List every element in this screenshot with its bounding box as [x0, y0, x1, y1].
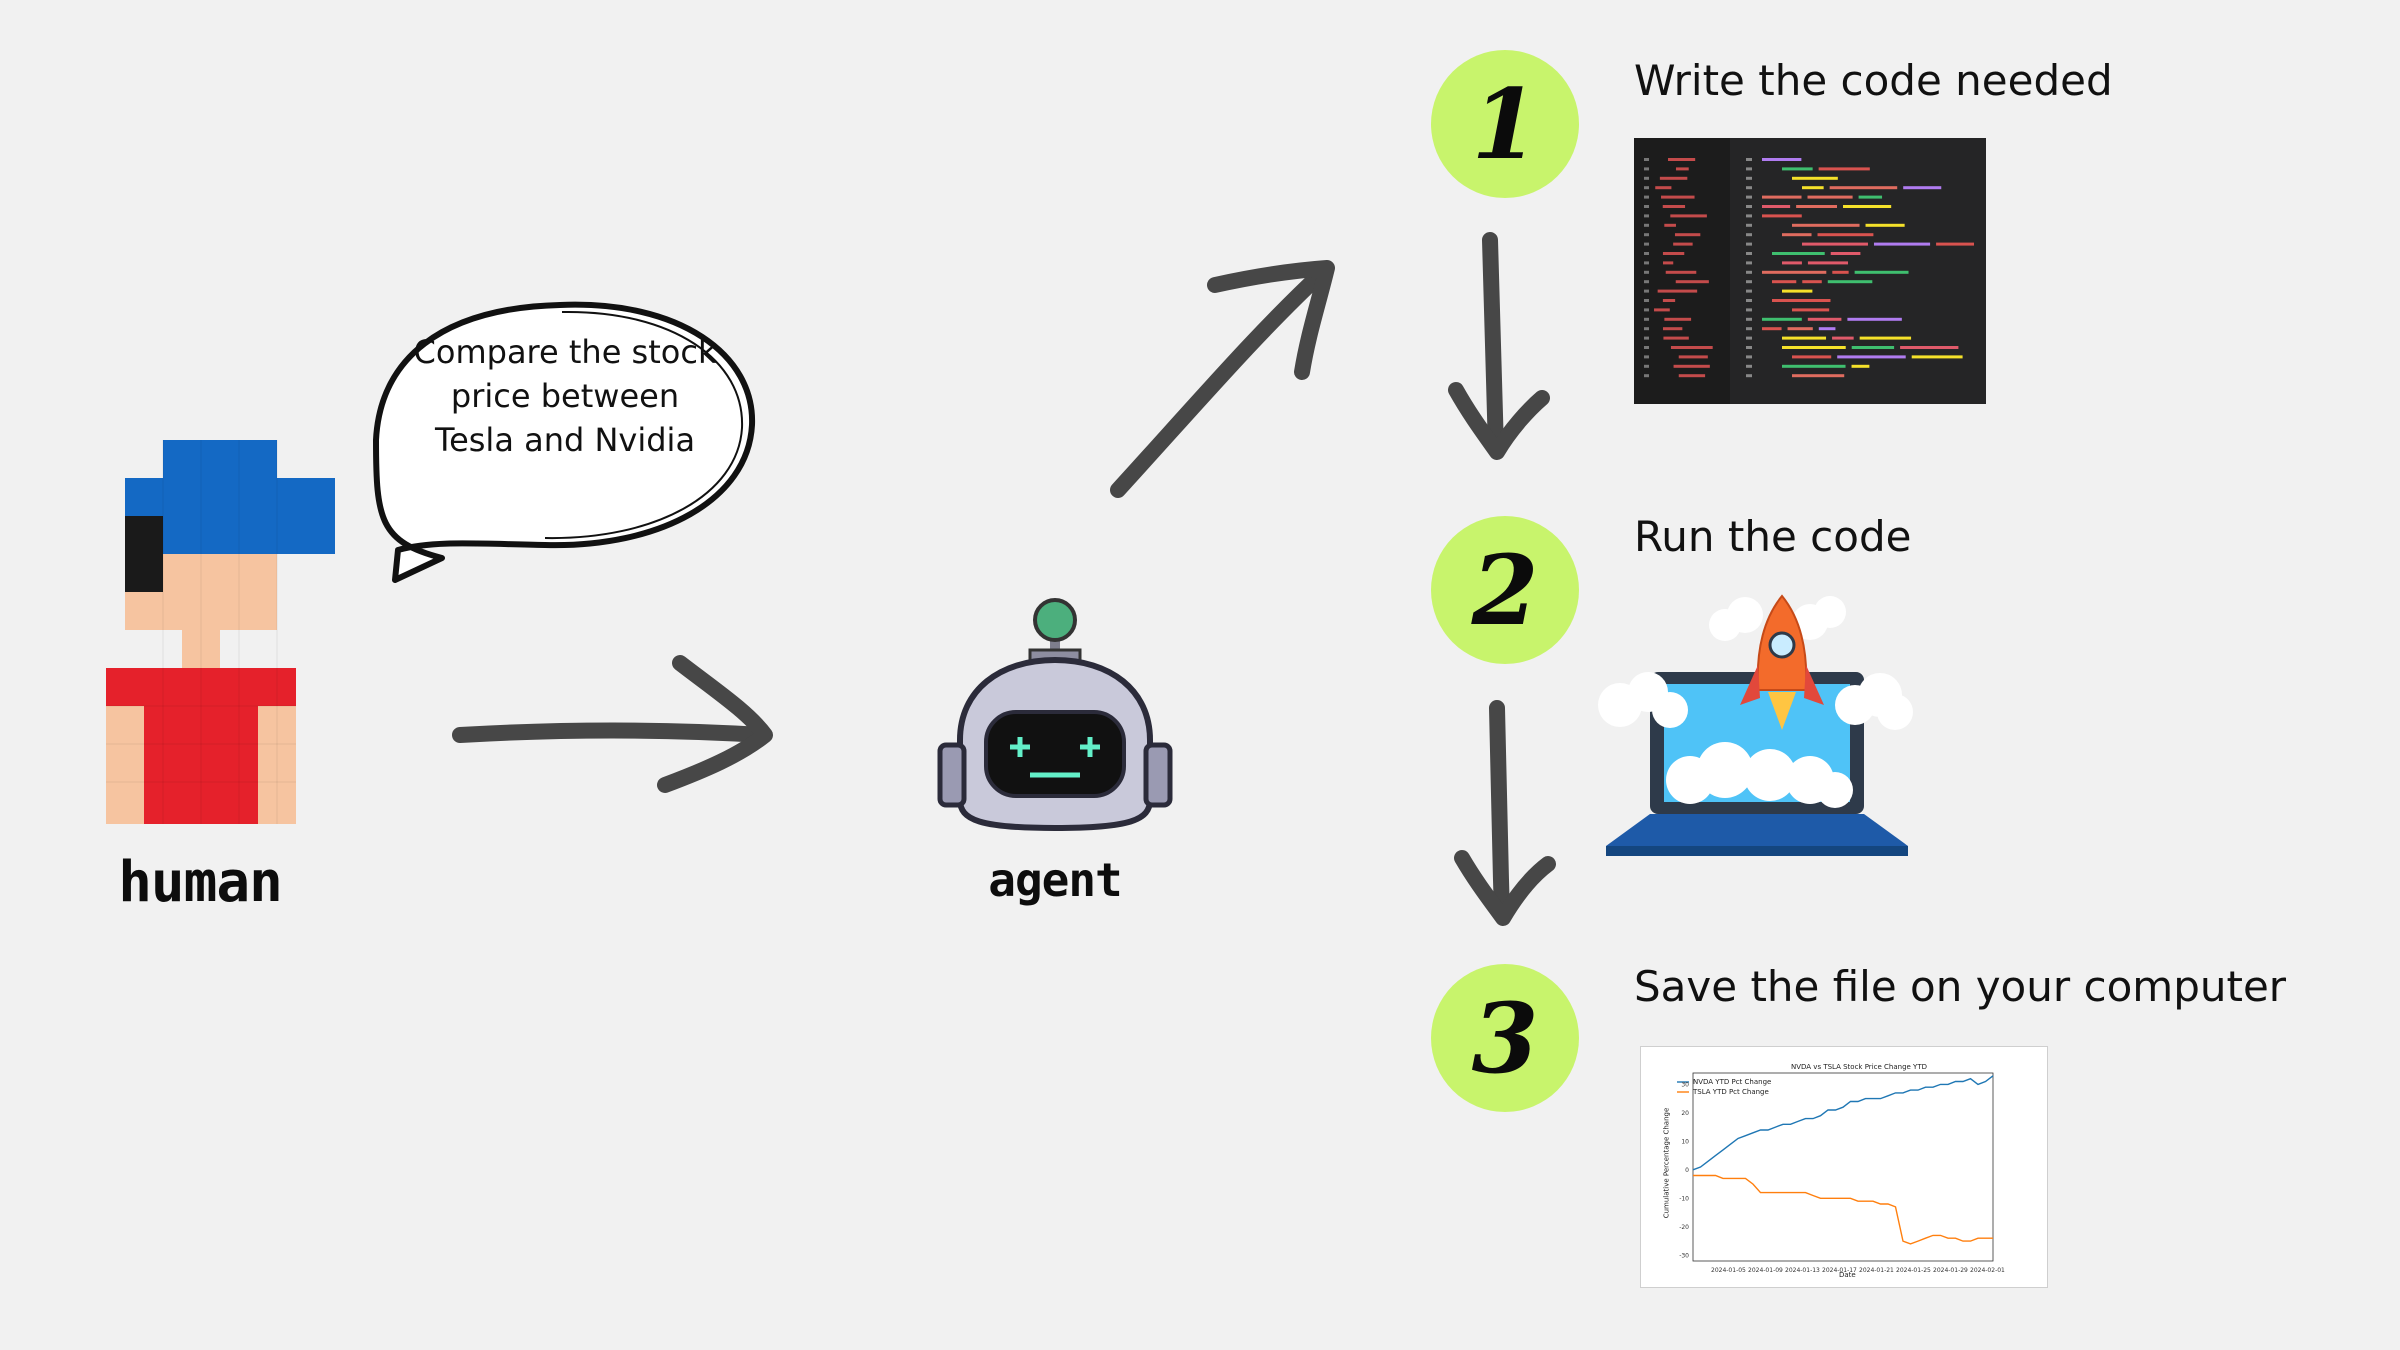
chart-ylabel: Cumulative Percentage Change	[1662, 1107, 1671, 1219]
step-2-badge: 2	[1431, 516, 1579, 664]
code-editor-thumbnail	[1634, 138, 1986, 404]
y-tick-label: 0	[1685, 1167, 1689, 1174]
code-lines	[1644, 158, 1974, 378]
x-tick-label: 2024-01-13	[1785, 1267, 1820, 1274]
step-1-badge: 1	[1431, 50, 1579, 198]
step-2-title: Run the code	[1634, 512, 1912, 561]
pixel-robot-icon	[937, 598, 1173, 832]
x-tick-label: 2024-01-21	[1859, 1267, 1894, 1274]
speech-bubble	[373, 301, 756, 583]
y-tick-label: 10	[1681, 1138, 1689, 1145]
step-3-title: Save the file on your computer	[1634, 962, 2287, 1011]
arrow-step-1-to-step-2	[1448, 232, 1550, 460]
series-line-tsla	[1693, 1174, 1993, 1245]
y-tick-label: -20	[1679, 1224, 1689, 1231]
y-tick-label: -10	[1679, 1195, 1689, 1202]
series-line-nvda	[1692, 1075, 1994, 1171]
y-tick-label: 30	[1681, 1081, 1689, 1088]
chart-xlabel: Date	[1839, 1271, 1856, 1279]
chart-title: NVDA vs TSLA Stock Price Change YTD	[1791, 1063, 1927, 1071]
y-tick-label: 20	[1681, 1110, 1689, 1117]
x-tick-label: 2024-01-09	[1748, 1267, 1783, 1274]
rocket-laptop-icon	[1598, 594, 1913, 856]
step-1-title: Write the code needed	[1634, 56, 2113, 105]
x-tick-label: 2024-01-25	[1896, 1267, 1931, 1274]
legend-nvda: NVDA YTD Pct Change	[1693, 1078, 1772, 1086]
pixel-human-icon	[106, 440, 335, 824]
x-tick-label: 2024-01-17	[1822, 1267, 1857, 1274]
x-tick-label: 2024-01-05	[1711, 1267, 1746, 1274]
x-tick-label: 2024-01-29	[1933, 1267, 1968, 1274]
step-3-badge: 3	[1431, 964, 1579, 1112]
arrow-human-to-agent	[452, 655, 773, 793]
legend-tsla: TSLA YTD Pct Change	[1693, 1088, 1769, 1096]
arrow-agent-to-step-1	[1110, 260, 1335, 498]
chart-frame	[1692, 1072, 1994, 1262]
human-label: human	[118, 850, 283, 915]
y-tick-label: -30	[1679, 1252, 1689, 1259]
arrow-step-2-to-step-3	[1454, 700, 1556, 926]
agent-label: agent	[988, 853, 1122, 907]
speech-bubble-text: Compare the stock price between Tesla an…	[413, 333, 717, 459]
x-tick-label: 2024-02-01	[1970, 1267, 2005, 1274]
